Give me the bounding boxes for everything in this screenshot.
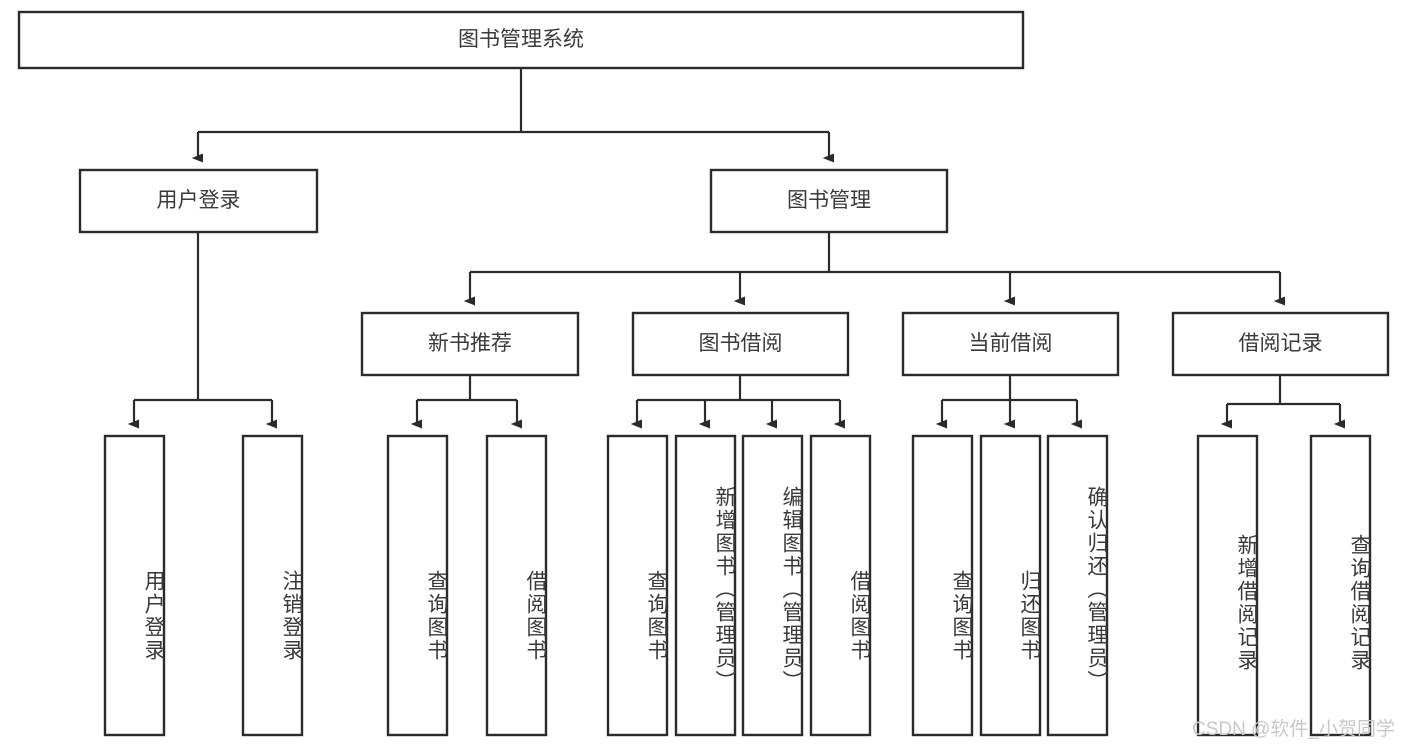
- node-box-leaf-user-login[interactable]: [103, 434, 166, 737]
- node-box-current-borrow[interactable]: [901, 311, 1120, 377]
- node-box-user-login[interactable]: [78, 168, 319, 234]
- node-box-leaf-logout-login[interactable]: [241, 434, 304, 737]
- node-box-leaf-query-book-3[interactable]: [911, 434, 974, 737]
- node-box-leaf-borrow-book-1[interactable]: [485, 434, 548, 737]
- node-box-leaf-query-borrow-record[interactable]: [1309, 434, 1372, 737]
- node-box-leaf-confirm-return[interactable]: [1046, 434, 1109, 737]
- node-box-leaf-add-borrow-record[interactable]: [1196, 434, 1259, 737]
- node-box-new-book-recommend[interactable]: [360, 311, 580, 377]
- node-box-leaf-query-book-2[interactable]: [606, 434, 669, 737]
- node-box-book-manage[interactable]: [709, 168, 949, 234]
- node-box-leaf-edit-book[interactable]: [741, 434, 804, 737]
- node-box-borrow-record[interactable]: [1171, 311, 1390, 377]
- node-box-leaf-return-book[interactable]: [979, 434, 1042, 737]
- node-rectangles: [17, 10, 1390, 737]
- node-box-leaf-add-book[interactable]: [674, 434, 737, 737]
- node-box-leaf-query-book-1[interactable]: [386, 434, 449, 737]
- connector-lines: [127, 68, 1346, 429]
- node-box-root[interactable]: [17, 10, 1025, 70]
- node-box-book-borrow[interactable]: [631, 311, 850, 377]
- node-box-leaf-borrow-book-2[interactable]: [809, 434, 872, 737]
